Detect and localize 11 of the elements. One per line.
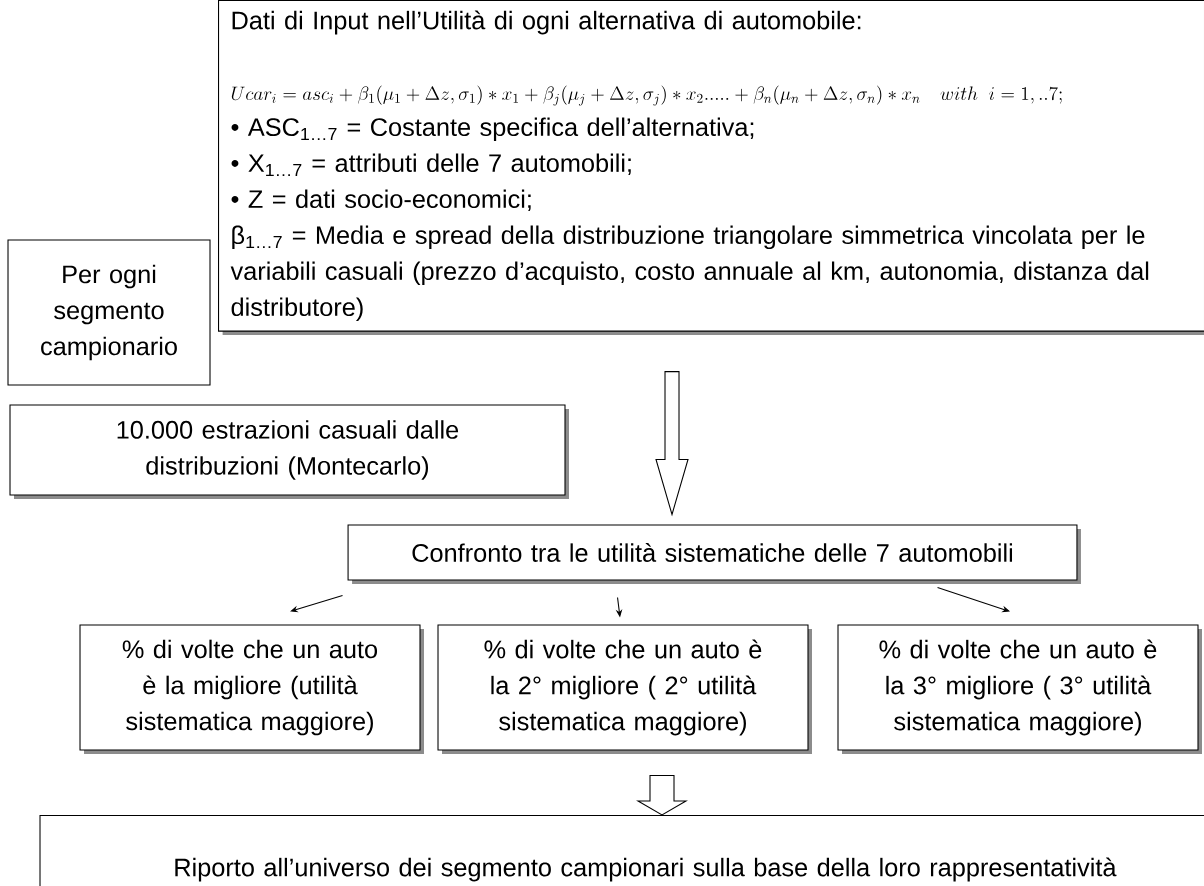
process-box: Confronto tra le utilità sistematiche delle 7 automobili xyxy=(347,524,1081,584)
hollow-arrow xyxy=(655,371,689,517)
process-box: % di volte che un auto è la 3° migliore ( 3° utilità sistematica maggiore) xyxy=(837,624,1202,754)
process-box: Riporto all’universo dei segmento campionari sulla base della loro rappresentatività xyxy=(39,815,1204,886)
process-box: Per ogni segmento campionario xyxy=(7,239,211,386)
process-box: % di volte che un auto è la 2° migliore ( 2° utilità sistematica maggiore) xyxy=(437,624,812,754)
process-box: Dati di Input nell’Utilità di ogni alternativa di automobile: $Ucar_i = asc_i + \beta_1(\mu_1+\Delta z,\sigma_1)*x_1+\beta_j(\mu_j+\Delta z,\sigma_j)*x_2.....+\beta_n(\mu_n+\Delta z,\sigma_n)*x_n \quad with \;\; i=1,..7;$ • ASC$_{1…7}$ = Costante specifica dell’alternativa; • X$_{1…7}$ = attributi delle 7 automobili; • Z = dati socio-economici; β$_{1…7}$ = Media e spread della distribuzione triangolare simmetrica vincolata per le variabili casuali (prezzo d’acquisto, costo annuale al km, autonomia, distanza dal distributore) xyxy=(218,0,1204,336)
process-box: 10.000 estrazioni casuali dalle distribuzioni (Montecarlo) xyxy=(9,404,569,499)
process-box: % di volte che un auto è la migliore (utilità sistematica maggiore) xyxy=(79,624,424,754)
arrow xyxy=(290,595,344,613)
hollow-arrow xyxy=(636,775,688,816)
